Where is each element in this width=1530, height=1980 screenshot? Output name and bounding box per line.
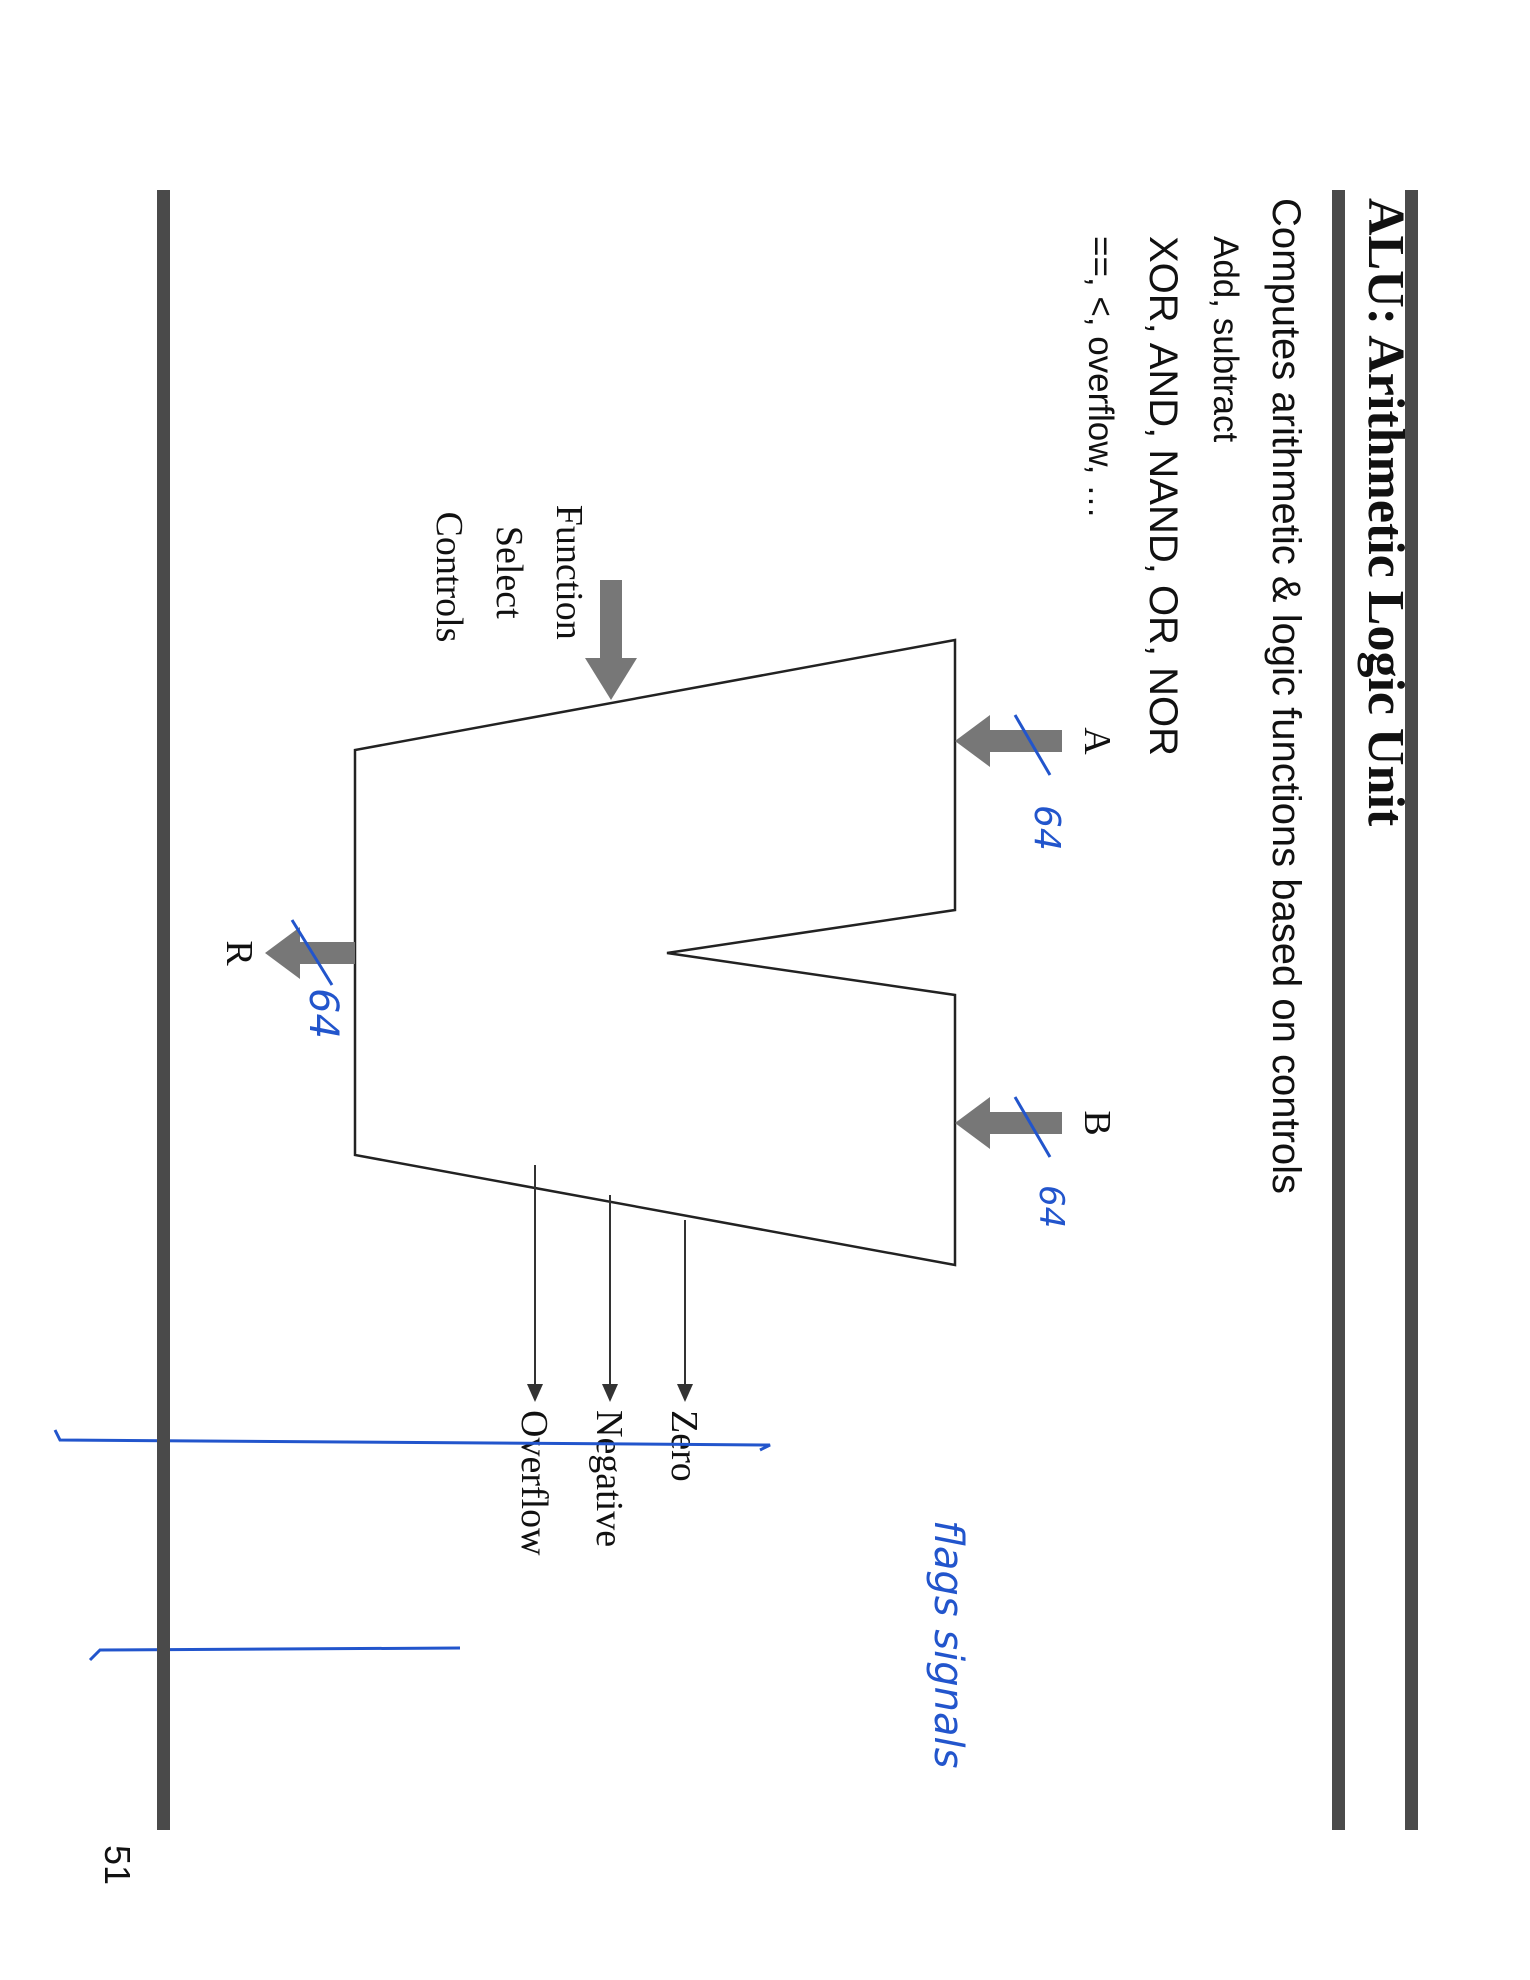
flags-bracket-extension — [88, 1646, 461, 1662]
flags-note: flags signals — [925, 1520, 971, 1768]
flag-lines — [527, 1165, 693, 1402]
width-slash-a — [1013, 714, 1052, 776]
output-r-arrow — [265, 927, 355, 979]
function-select-arrow — [585, 580, 637, 700]
input-b-label: B — [1076, 1110, 1118, 1135]
flag-negative-label: Negative — [588, 1410, 630, 1547]
flag-overflow-label: Overflow — [513, 1410, 555, 1556]
function-select-label: Function Select Controls — [428, 505, 590, 650]
width-note-r: 64 — [300, 988, 346, 1039]
input-a-label: A — [1076, 727, 1118, 755]
width-note-b: 64 — [1031, 1185, 1071, 1228]
width-note-a: 64 — [1026, 805, 1067, 851]
page-number: 51 — [97, 1845, 138, 1886]
input-a-arrow — [955, 715, 1062, 767]
alu-shape — [353, 638, 957, 1267]
handwritten-ink — [53, 714, 1052, 1662]
width-slash-r — [290, 919, 334, 986]
flags-bracket — [53, 1429, 771, 1452]
bottom-rule — [157, 190, 170, 1830]
width-slash-b — [1013, 1096, 1052, 1158]
input-b-arrow — [955, 1097, 1062, 1149]
output-r-label: R — [218, 940, 260, 966]
